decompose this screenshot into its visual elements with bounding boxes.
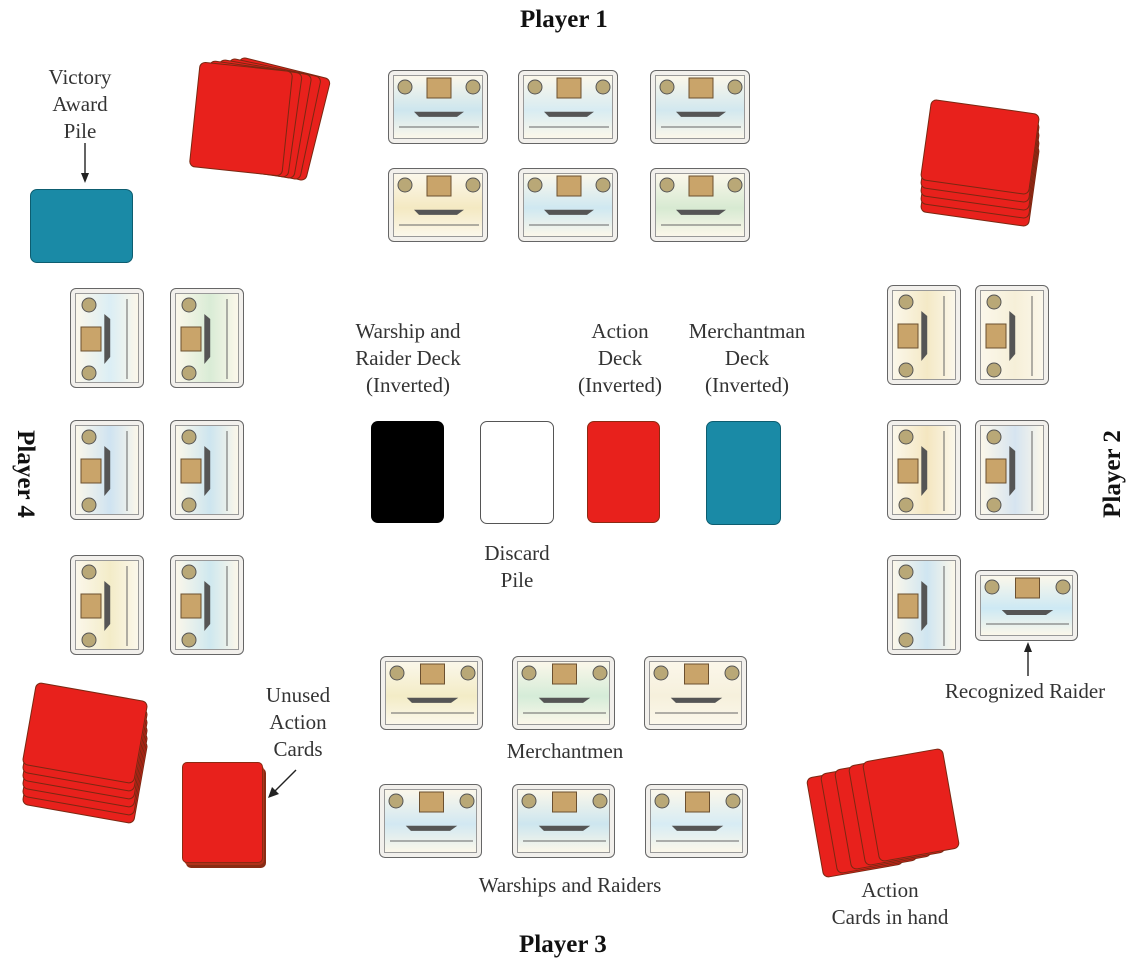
- ship-card-icon: [171, 289, 244, 388]
- arrow-icon: [268, 768, 298, 798]
- action-card[interactable]: [862, 748, 960, 863]
- merchantmen-label: Merchantmen: [470, 738, 660, 765]
- ship-card-icon: [651, 169, 750, 242]
- ship-card[interactable]: [975, 420, 1049, 520]
- action-deck-label: Action Deck (Inverted): [565, 318, 675, 399]
- player-4-label: Player 4: [11, 419, 39, 529]
- ship-card-icon: [976, 421, 1049, 520]
- ship-card[interactable]: [379, 784, 482, 858]
- ship-card-icon: [171, 556, 244, 655]
- ship-card-icon: [888, 421, 961, 520]
- ship-card-icon: [381, 657, 483, 730]
- action-card[interactable]: [920, 99, 1040, 196]
- ship-card[interactable]: [170, 555, 244, 655]
- ship-card[interactable]: [650, 70, 750, 144]
- ship-card[interactable]: [70, 288, 144, 388]
- ship-card[interactable]: [388, 70, 488, 144]
- ship-card[interactable]: [644, 656, 747, 730]
- recognized-raider-label: Recognized Raider: [925, 678, 1125, 705]
- ship-card[interactable]: [975, 285, 1049, 385]
- ship-card[interactable]: [887, 420, 961, 520]
- victory-award-label: Victory Award Pile: [20, 64, 140, 145]
- ship-card[interactable]: [170, 420, 244, 520]
- ship-card-icon: [645, 657, 747, 730]
- player-1-label: Player 1: [520, 6, 608, 34]
- ship-card-icon: [380, 785, 482, 858]
- ship-card[interactable]: [512, 656, 615, 730]
- player-1-hand[interactable]: [188, 58, 338, 183]
- warships-raiders-label: Warships and Raiders: [440, 872, 700, 899]
- ship-card[interactable]: [975, 570, 1078, 641]
- ship-card[interactable]: [170, 288, 244, 388]
- ship-card-icon: [389, 169, 488, 242]
- victory-award-pile[interactable]: [30, 189, 133, 263]
- ship-card[interactable]: [887, 285, 961, 385]
- ship-card-icon: [646, 785, 748, 858]
- ship-card-icon: [519, 169, 618, 242]
- player-2-hand[interactable]: [915, 98, 1045, 243]
- warship-deck-label: Warship and Raider Deck (Inverted): [338, 318, 478, 399]
- ship-card-icon: [888, 556, 961, 655]
- arrow-icon: [1023, 642, 1033, 676]
- ship-card-icon: [976, 571, 1078, 641]
- merchantman-deck[interactable]: [706, 421, 781, 525]
- unused-action-label: Unused Action Cards: [248, 682, 348, 763]
- ship-card-icon: [171, 421, 244, 520]
- ship-card[interactable]: [518, 168, 618, 242]
- merchantman-deck-label: Merchantman Deck (Inverted): [672, 318, 822, 399]
- ship-card-icon: [71, 421, 144, 520]
- ship-card[interactable]: [388, 168, 488, 242]
- action-card[interactable]: [189, 61, 294, 176]
- ship-card[interactable]: [380, 656, 483, 730]
- ship-card-icon: [888, 286, 961, 385]
- player-4-hand[interactable]: [22, 685, 152, 830]
- arrow-icon: [80, 143, 90, 183]
- unused-action-stack[interactable]: [182, 762, 268, 870]
- action-deck[interactable]: [587, 421, 660, 523]
- ship-card-icon: [513, 657, 615, 730]
- ship-card-icon: [71, 556, 144, 655]
- discard-pile-label: Discard Pile: [462, 540, 572, 594]
- warship-raider-deck[interactable]: [371, 421, 444, 523]
- ship-card[interactable]: [70, 555, 144, 655]
- ship-card[interactable]: [887, 555, 961, 655]
- ship-card[interactable]: [645, 784, 748, 858]
- ship-card[interactable]: [518, 70, 618, 144]
- ship-card-icon: [389, 71, 488, 144]
- ship-card-icon: [976, 286, 1049, 385]
- action-in-hand-label: Action Cards in hand: [815, 877, 965, 931]
- player-2-label: Player 2: [1099, 419, 1127, 529]
- player-3-label: Player 3: [519, 931, 607, 959]
- discard-pile[interactable]: [480, 421, 554, 524]
- ship-card-icon: [71, 289, 144, 388]
- player-3-hand[interactable]: [810, 756, 960, 872]
- ship-card-icon: [519, 71, 618, 144]
- ship-card-icon: [513, 785, 615, 858]
- ship-card[interactable]: [70, 420, 144, 520]
- ship-card[interactable]: [512, 784, 615, 858]
- ship-card[interactable]: [650, 168, 750, 242]
- ship-card-icon: [651, 71, 750, 144]
